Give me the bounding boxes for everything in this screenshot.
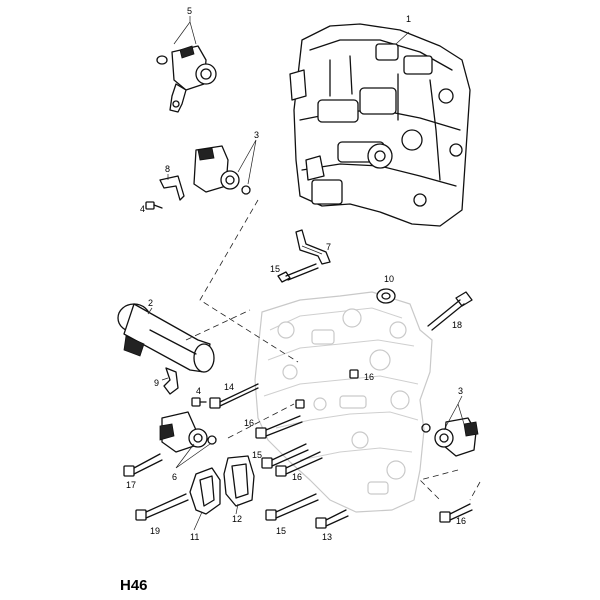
- callout-3-lower: 3: [458, 386, 463, 396]
- gasket-part-12: [223, 455, 255, 507]
- valve-body-housing-outline: [254, 291, 433, 513]
- callout-1: 1: [406, 14, 411, 24]
- callout-15-lower: 15: [276, 526, 286, 536]
- bolt-part-4-lower: [191, 397, 207, 407]
- callout-16-left: 16: [244, 418, 254, 428]
- callout-5: 5: [187, 6, 192, 16]
- gasket-part-11: [189, 467, 221, 515]
- callout-19: 19: [150, 526, 160, 536]
- clip-part-9: [163, 367, 179, 395]
- callout-3-upper: 3: [254, 130, 259, 140]
- callout-14: 14: [224, 382, 234, 392]
- seal-ring-part-10: [376, 288, 396, 304]
- bolt-part-17: [123, 453, 163, 477]
- callout-15-upper: 15: [270, 264, 280, 274]
- callout-16-mid: 16: [292, 472, 302, 482]
- solenoid-cylinder-part-2: [117, 303, 215, 373]
- solenoid-with-bracket-part-5: [156, 45, 217, 113]
- callout-9: 9: [154, 378, 159, 388]
- valve-body-assembly: [289, 23, 471, 227]
- bolt-part-16-left: [255, 415, 303, 439]
- bolt-part-15-upper: [277, 263, 319, 283]
- callout-6: 6: [172, 472, 177, 482]
- bolt-part-4-upper: [145, 201, 163, 210]
- page-code: H46: [120, 577, 148, 594]
- solenoid-part-3-lower: [421, 417, 479, 457]
- callout-labels: 1 5 3 8 4 7 15 10 18 2 9 4 14 3 16 15 16…: [126, 6, 466, 542]
- bolt-part-14: [209, 383, 259, 409]
- bolt-part-18: [427, 291, 473, 331]
- assembly-lines: [185, 199, 481, 501]
- callout-18: 18: [452, 320, 462, 330]
- callout-12: 12: [232, 514, 242, 524]
- leader-lines: [147, 16, 465, 531]
- callout-4-upper: 4: [140, 204, 145, 214]
- bracket-part-8: [159, 175, 185, 201]
- callout-7: 7: [326, 242, 331, 252]
- callout-13: 13: [322, 532, 332, 542]
- callout-10: 10: [384, 274, 394, 284]
- callout-11: 11: [190, 532, 199, 542]
- bolt-part-15-mid: [261, 443, 309, 469]
- callout-4-lower: 4: [196, 386, 201, 396]
- callout-2: 2: [148, 298, 153, 308]
- bolt-part-19: [135, 493, 189, 521]
- bolt-part-16-mid: [275, 451, 323, 477]
- bolt-part-16-right: [439, 503, 473, 523]
- solenoid-part-6: [159, 411, 217, 453]
- solenoid-part-3-upper: [193, 145, 251, 195]
- bolt-part-16-upper-mid: [295, 369, 359, 409]
- callout-8: 8: [165, 164, 170, 174]
- callout-17: 17: [126, 480, 136, 490]
- callout-15-mid: 15: [252, 450, 262, 460]
- bracket-part-7: [295, 229, 331, 265]
- bolt-part-13: [315, 509, 349, 529]
- callout-16-right: 16: [456, 516, 466, 526]
- bolt-part-15-lower: [265, 493, 319, 521]
- callout-16-center: 16: [364, 372, 374, 382]
